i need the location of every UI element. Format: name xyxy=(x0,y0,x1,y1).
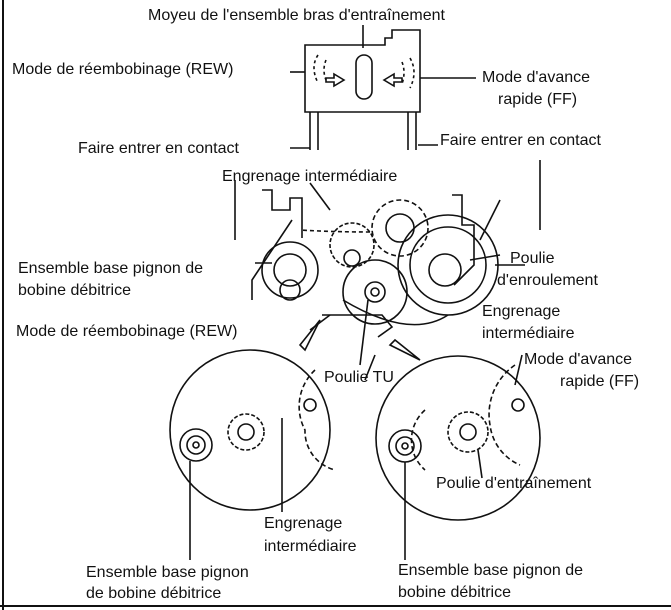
idler-gear-bottom-label-2: intermédiaire xyxy=(264,538,357,555)
callout-arrow-right xyxy=(388,338,421,361)
detail-circle-right xyxy=(375,355,541,521)
ff-mode-right-label-1: Mode d'avance xyxy=(524,351,633,368)
supply-base-left-label-1: Ensemble base pignon xyxy=(86,564,249,581)
hub-plate xyxy=(304,25,421,150)
tu-pulley-label: Poulie TU xyxy=(324,369,394,386)
right-arrow-icon xyxy=(382,72,403,88)
supply-base-right-label-2: bobine débitrice xyxy=(398,584,511,601)
supply-base-left-label-2: de bobine débitrice xyxy=(86,585,222,602)
supply-base-label-1: Ensemble base pignon de xyxy=(18,260,204,277)
takeup-pulley-label-1: Poulie xyxy=(510,250,555,267)
ff-mode-right-label-2: rapide (FF) xyxy=(560,373,640,390)
main-mechanism xyxy=(234,160,541,338)
supply-base-label-2: bobine débitrice xyxy=(18,282,131,299)
idler-gear-top-label: Engrenage intermédiaire xyxy=(222,168,398,185)
idler-gear-bottom-label-1: Engrenage xyxy=(264,515,343,532)
detail-circle-left xyxy=(169,349,336,511)
supply-base-right-label-1: Ensemble base pignon de xyxy=(398,562,584,579)
contact-left-label: Faire entrer en contact xyxy=(78,140,239,157)
hub-label: Moyeu de l'ensemble bras d'entraînement xyxy=(148,7,445,24)
idler-gear-right-label-1: Engrenage xyxy=(482,303,561,320)
rew-mode-top-label: Mode de réembobinage (REW) xyxy=(12,61,234,78)
takeup-pulley-label-2: d'enroulement xyxy=(497,272,598,289)
idler-gear-right-label-2: intermédiaire xyxy=(482,325,575,342)
tu-pulley-wheel xyxy=(342,259,408,325)
supply-reel-gear xyxy=(261,241,319,299)
takeup-pulley-wheel xyxy=(397,214,499,316)
drive-pulley-label: Poulie d'entraînement xyxy=(436,475,592,492)
left-arrow-icon xyxy=(325,72,346,88)
belt xyxy=(342,299,449,326)
rew-mode-mid-label: Mode de réembobinage (REW) xyxy=(16,323,238,340)
upper-idler-gear xyxy=(371,199,429,257)
hub-slot xyxy=(355,54,373,100)
small-idler-gear xyxy=(329,222,375,268)
contact-right-label: Faire entrer en contact xyxy=(440,132,601,149)
ff-mode-top-label-2: rapide (FF) xyxy=(498,91,578,108)
callout-arrow-left xyxy=(298,319,321,352)
ff-mode-top-label-1: Mode d'avance xyxy=(482,69,591,86)
